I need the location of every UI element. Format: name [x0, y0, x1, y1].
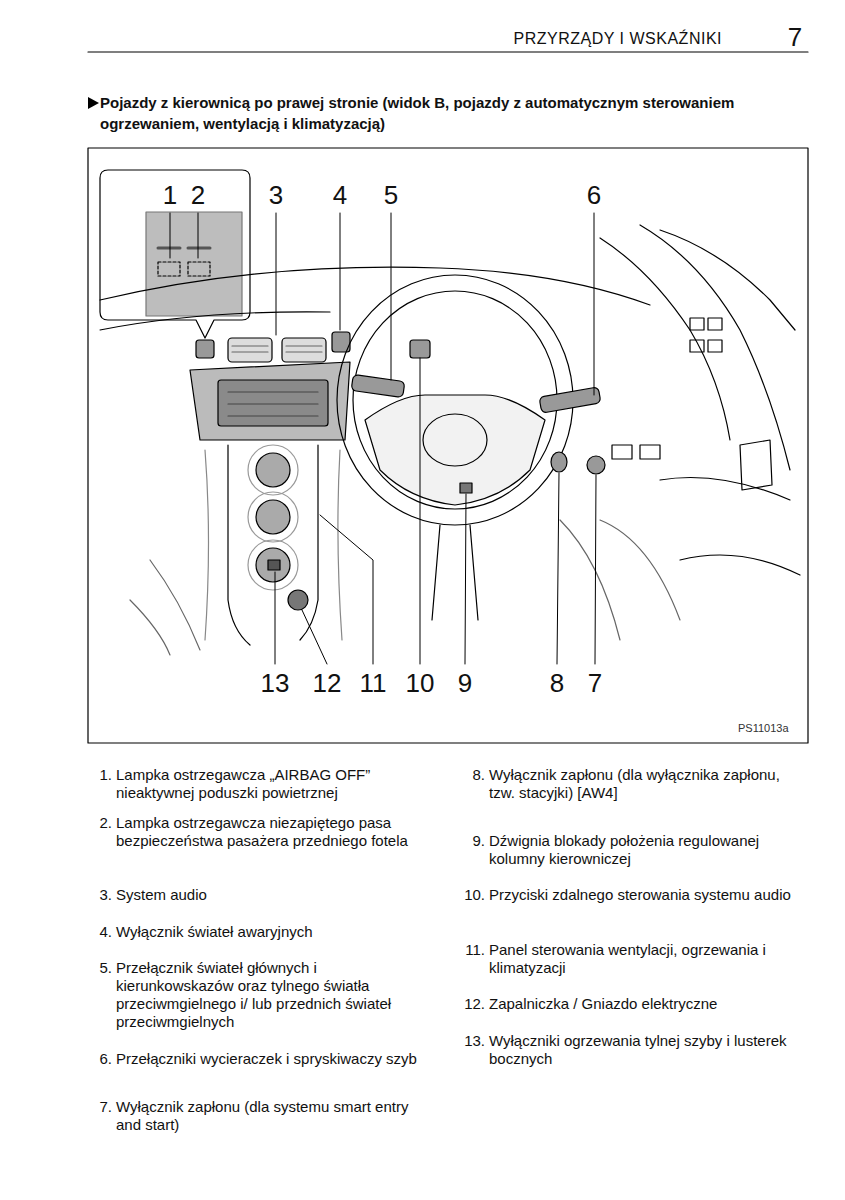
list-number: 12. [440, 995, 485, 1013]
figure-code: PS11013a [738, 722, 804, 734]
steering-column [432, 525, 478, 620]
page-number: 7 [780, 22, 810, 53]
lamp-marking [158, 247, 180, 250]
window-switch [690, 340, 704, 352]
inset-panel [146, 212, 242, 316]
list-text: Wyłączniki ogrzewania tylnej szyby i lus… [489, 1032, 807, 1068]
knob-ring [248, 540, 298, 590]
section-heading: Pojazdy z kierownicą po prawej stronie (… [100, 92, 808, 134]
page-header: PRZYRZĄDY I WSKAŹNIKI [380, 30, 722, 48]
warning-lamp [158, 262, 180, 276]
list-number: 11. [440, 941, 485, 959]
header-rule [88, 51, 808, 52]
list-number: 5. [70, 959, 112, 977]
callout-number: 8 [539, 668, 575, 698]
list-text: Panel sterowania wentylacji, ogrzewania … [489, 941, 807, 977]
list-text: System audio [116, 886, 434, 904]
list-number: 8. [440, 766, 485, 784]
knob-ring [248, 492, 298, 542]
climate-knob [256, 500, 290, 534]
climate-knob [256, 453, 290, 487]
callout-number: 1 [152, 180, 188, 210]
list-number: 13. [440, 1032, 485, 1050]
callout-number: 7 [577, 668, 613, 698]
callout-number: 11 [355, 668, 391, 698]
door-trim [660, 478, 800, 576]
callout-number: 12 [309, 668, 345, 698]
callout-number: 2 [180, 180, 216, 210]
list-number: 7. [70, 1098, 112, 1116]
dashboard-line [100, 267, 650, 305]
wheel-hub [365, 395, 545, 505]
list-text: Wyłącznik zapłonu (dla wyłącznika zapłon… [489, 766, 807, 802]
list-text: Przełącznik świateł głównych i kierunkow… [116, 959, 434, 1031]
list-number: 3. [70, 886, 112, 904]
callout-number: 6 [576, 180, 612, 210]
list-number: 10. [440, 886, 485, 904]
ignition-switch [551, 452, 567, 472]
mirror-switch [690, 318, 704, 330]
floor-trim [130, 560, 200, 655]
lamp-marking [188, 247, 210, 250]
leader-lines [170, 213, 596, 664]
warning-lamp-housing [196, 340, 214, 358]
inset-outline [100, 170, 250, 338]
list-text: Wyłącznik świateł awaryjnych [116, 923, 434, 941]
list-text: Przełączniki wycieraczek i spryskiwaczy … [116, 1050, 434, 1068]
warning-lamp [188, 262, 210, 276]
dashboard-line [100, 312, 330, 330]
steering-wheel [337, 275, 573, 525]
switch-blank [612, 445, 632, 459]
list-text: Wyłącznik zapłonu (dla systemu smart ent… [116, 1098, 434, 1134]
audio-remote-buttons [410, 340, 430, 358]
knob-ring [248, 445, 298, 495]
mirror-switch [708, 318, 722, 330]
callout-number: 4 [322, 180, 358, 210]
door-handle [740, 440, 772, 490]
wiper-stalk [539, 387, 601, 413]
list-text: Lampka ostrzegawcza niezapiętego pasa be… [116, 814, 434, 850]
switch-blank [640, 445, 660, 459]
tilt-lever [460, 483, 472, 493]
list-number: 9. [440, 832, 485, 850]
a-pillar [600, 238, 730, 440]
a-pillar [640, 225, 790, 470]
list-number: 4. [70, 923, 112, 941]
list-text: Lampka ostrzegawcza „AIRBAG OFF” nieakty… [116, 766, 434, 802]
list-number: 6. [70, 1050, 112, 1068]
start-button [587, 456, 605, 474]
list-number: 1. [70, 766, 112, 784]
callout-number: 10 [402, 668, 438, 698]
audio-unit [190, 362, 350, 440]
audio-display [218, 380, 328, 426]
callout-number: 9 [447, 668, 483, 698]
air-vent [282, 338, 326, 362]
defogger-switch [268, 560, 280, 570]
bullet-triangle [88, 97, 99, 109]
steering-wheel [353, 291, 557, 509]
list-text: Dźwignia blokady położenia regulowanej k… [489, 832, 807, 868]
window-switch [708, 340, 722, 352]
audio-buttons [228, 392, 318, 416]
callout-number: 13 [257, 668, 293, 698]
callout-number: 3 [258, 180, 294, 210]
lower-dash [560, 520, 680, 640]
horn-pad [423, 414, 487, 466]
figure-frame [88, 148, 808, 743]
windshield [660, 230, 795, 330]
cigarette-lighter [288, 590, 308, 610]
air-vent [228, 338, 272, 362]
console-trim [205, 450, 342, 640]
list-number: 2. [70, 814, 112, 832]
vent-slats [232, 346, 322, 352]
callout-number: 5 [373, 180, 409, 210]
climate-knob [256, 548, 290, 582]
list-text: Zapalniczka / Gniazdo elektryczne [489, 995, 807, 1013]
light-stalk [351, 374, 405, 397]
list-text: Przyciski zdalnego sterowania systemu au… [489, 886, 807, 904]
